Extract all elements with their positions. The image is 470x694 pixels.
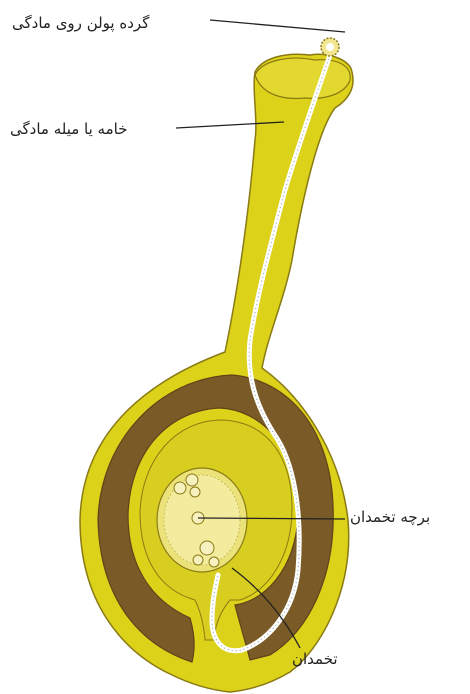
label-ovule: برچه تخمدان xyxy=(350,510,462,525)
pollen-grain-core xyxy=(326,43,334,51)
label-style: خامه یا میله مادگی xyxy=(10,122,170,137)
pollen-leader-line xyxy=(210,20,345,32)
stigma xyxy=(255,58,350,98)
synergid-cell xyxy=(209,557,219,567)
antipodal-cell xyxy=(190,487,200,497)
synergid-cell xyxy=(193,555,203,565)
label-ovary: تخمدان xyxy=(292,652,372,667)
egg-cell xyxy=(200,541,214,555)
antipodal-cell xyxy=(186,474,198,486)
label-pollen: گرده پولن روی مادگی xyxy=(12,16,202,31)
antipodal-cell xyxy=(174,482,186,494)
